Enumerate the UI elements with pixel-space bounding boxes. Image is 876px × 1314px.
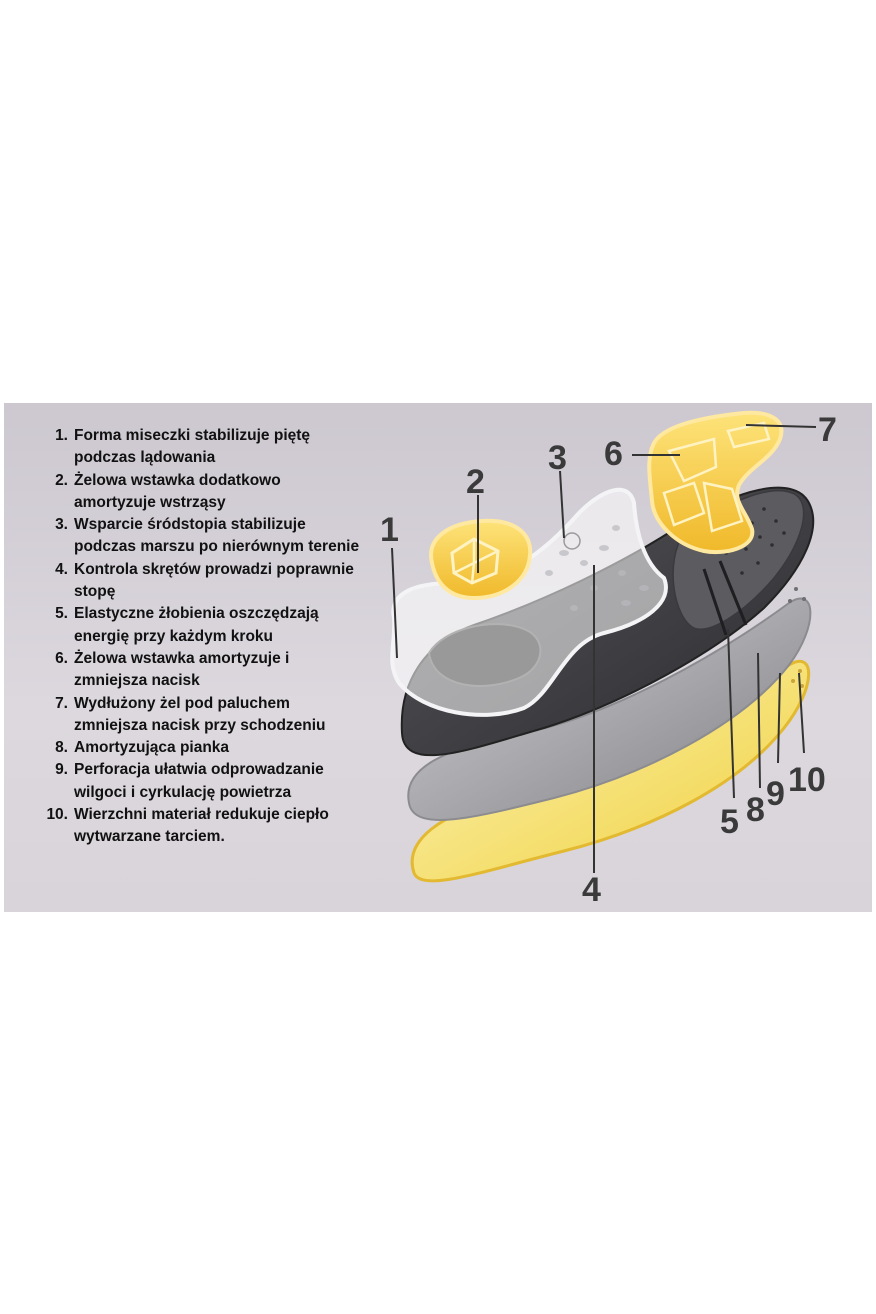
perforation-dot bbox=[794, 587, 798, 591]
legend-item-3: 3.Wsparcie śródstopia stabilizuje podcza… bbox=[55, 516, 360, 556]
legend-list: 1.Forma miseczki stabilizuje piętę podcz… bbox=[42, 425, 362, 849]
callout-2: 2 bbox=[466, 463, 485, 501]
callout-1: 1 bbox=[380, 511, 399, 549]
stabilizer-texture bbox=[545, 525, 649, 611]
callout-3: 3 bbox=[548, 439, 567, 477]
legend-item-1: 1.Forma miseczki stabilizuje piętę podcz… bbox=[55, 427, 311, 467]
leader-lines bbox=[391, 424, 817, 873]
legend-item-8: 8.Amortyzująca pianka bbox=[55, 739, 230, 757]
legend-item-5: 5.Elastyczne żłobienia oszczędzają energ… bbox=[55, 605, 319, 645]
perforation-dot bbox=[802, 597, 806, 601]
diagram-panel: 1.Forma miseczki stabilizuje piętę podcz… bbox=[4, 403, 872, 912]
legend-item-6: 6.Żelowa wstawka amortyzuje i zmniejsza … bbox=[55, 649, 290, 690]
callout-7: 7 bbox=[818, 411, 837, 449]
gel-forefoot-pad bbox=[647, 410, 784, 555]
gel-heel-pad bbox=[429, 518, 533, 601]
callout-4: 4 bbox=[582, 871, 601, 909]
perforation-dot bbox=[788, 599, 792, 603]
legend-item-4: 4.Kontrola skrętów prowadzi poprawnie st… bbox=[55, 560, 354, 601]
flex-groove bbox=[702, 568, 728, 636]
callout-8: 8 bbox=[746, 791, 765, 829]
logo-mark-icon bbox=[563, 532, 581, 550]
legend-item-10: 10.Wierzchni materiał redukuje ciepło wy… bbox=[46, 806, 329, 846]
callout-5: 5 bbox=[720, 803, 739, 841]
callout-9: 9 bbox=[766, 775, 785, 813]
perforation-dot bbox=[798, 669, 802, 673]
perforation-dot bbox=[800, 684, 804, 688]
flex-groove bbox=[718, 560, 748, 626]
legend-item-7: 7.Wydłużony żel pod paluchem zmniejsza n… bbox=[55, 694, 326, 734]
perforation-dot bbox=[791, 679, 795, 683]
callout-10: 10 bbox=[788, 761, 826, 799]
insole-exploded-illustration: 1 2 3 4 5 6 7 8 9 10 bbox=[380, 410, 837, 909]
legend-item-2: 2.Żelowa wstawka dodatkowo amortyzuje ws… bbox=[55, 471, 281, 511]
callout-6: 6 bbox=[604, 435, 623, 473]
legend-item-9: 9.Perforacja ułatwia odprowadzanie wilgo… bbox=[55, 761, 324, 801]
